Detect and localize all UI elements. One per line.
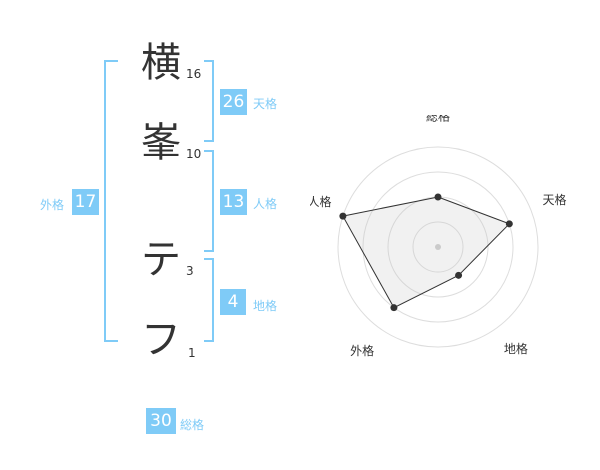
soukaku-value: 30 — [146, 408, 176, 434]
stroke-count-1: 16 — [186, 67, 202, 81]
radar-series-area — [342, 196, 511, 309]
radar-point-3 — [455, 271, 463, 279]
tenkaku-label: 天格 — [253, 97, 278, 111]
gaikaku-value: 17 — [72, 189, 99, 215]
radar-axis-label: 総格 — [426, 115, 450, 124]
radar-axis-label: 地格 — [504, 341, 528, 356]
radar-point-1 — [434, 193, 442, 201]
radar-axis-label: 人格 — [310, 194, 331, 209]
tenkaku-bracket — [204, 60, 214, 142]
chikaku-bracket — [204, 258, 214, 342]
gaikaku-label: 外格 — [40, 198, 65, 212]
name-char-4: フ — [141, 317, 181, 363]
stroke-count-3: 3 — [186, 264, 194, 278]
name-char-3: テ — [141, 237, 181, 283]
tenkaku-value: 26 — [220, 89, 247, 115]
radar-center — [435, 244, 441, 250]
chikaku-label: 地格 — [253, 299, 278, 313]
radar-point-2 — [505, 220, 513, 228]
gaikaku-bracket — [104, 60, 118, 342]
radar-ring — [362, 171, 514, 323]
radar-ring — [412, 221, 464, 273]
radar-axis-label: 天格 — [543, 192, 567, 207]
radar-ring — [337, 146, 539, 348]
radar-axis-label: 外格 — [350, 343, 374, 358]
jinkaku-bracket — [204, 150, 214, 252]
radar-point-4 — [390, 304, 398, 312]
chikaku-value: 4 — [220, 289, 246, 315]
jinkaku-value: 13 — [220, 189, 247, 215]
name-char-1: 横 — [141, 40, 181, 86]
jinkaku-label: 人格 — [253, 197, 278, 211]
stroke-count-4: 1 — [188, 346, 196, 360]
stroke-count-2: 10 — [186, 147, 202, 161]
name-char-2: 峯 — [141, 120, 181, 166]
radar-point-5 — [339, 212, 347, 220]
soukaku-label: 総格 — [180, 418, 205, 432]
